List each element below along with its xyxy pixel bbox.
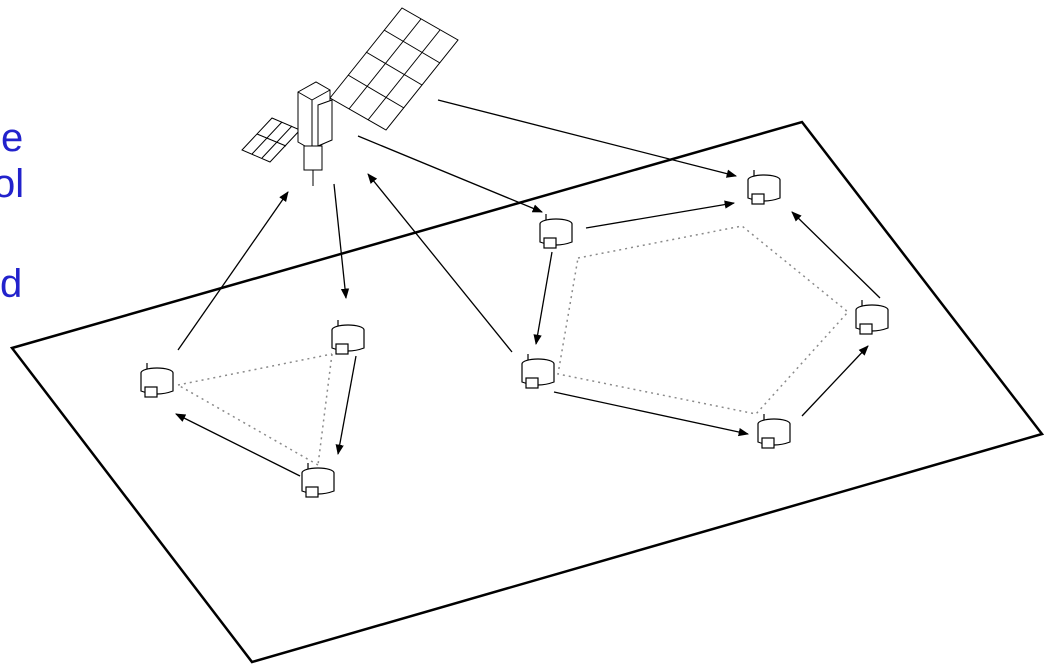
formation-links bbox=[177, 225, 850, 466]
communication-arrows bbox=[175, 99, 881, 477]
robot-icon bbox=[747, 170, 781, 205]
robot-icon bbox=[331, 320, 365, 355]
satellite-icon bbox=[241, 7, 459, 186]
robot-icon bbox=[757, 414, 791, 449]
robot-icon bbox=[140, 363, 174, 398]
cropped-text-fragment-2: ol bbox=[0, 162, 25, 206]
ground-plane bbox=[9, 120, 1045, 664]
robot-icon bbox=[855, 300, 889, 335]
cropped-text-fragment-3: d bbox=[0, 262, 23, 306]
robot-icon bbox=[521, 354, 555, 389]
robots bbox=[140, 170, 889, 498]
robot-icon bbox=[539, 214, 573, 249]
cropped-text-fragment-1: e bbox=[1, 116, 24, 160]
robot-icon bbox=[301, 463, 335, 498]
